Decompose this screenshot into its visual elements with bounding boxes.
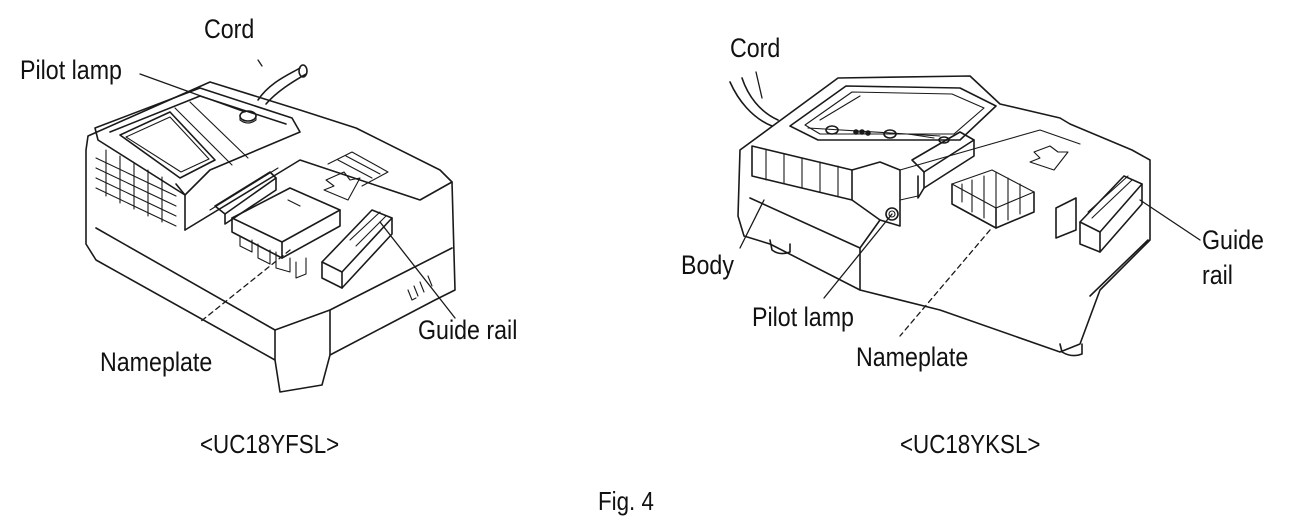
label-guide-right: Guide bbox=[1202, 225, 1264, 255]
model-label-left: <UC18YFSL> bbox=[200, 429, 340, 459]
label-nameplate-left: Nameplate bbox=[100, 347, 213, 377]
label-cord-left: Cord bbox=[204, 14, 255, 44]
label-body-right: Body bbox=[681, 250, 734, 280]
label-cord-right: Cord bbox=[730, 33, 781, 63]
terminal-block-right bbox=[951, 169, 1035, 209]
label-pilot-lamp-left: Pilot lamp bbox=[20, 55, 122, 85]
figure-caption: Fig. 4 bbox=[598, 486, 654, 516]
cord bbox=[257, 67, 301, 101]
model-label-right: <UC18YKSL> bbox=[900, 429, 1041, 459]
label-nameplate-right: Nameplate bbox=[856, 342, 969, 372]
guide-rail-right bbox=[1079, 175, 1143, 233]
charger-body-right bbox=[737, 75, 1151, 353]
charger-body bbox=[85, 81, 456, 393]
label-guide-rail-left: Guide rail bbox=[418, 315, 518, 345]
pilot-lamp-right bbox=[885, 207, 899, 221]
label-rail-right: rail bbox=[1202, 260, 1233, 290]
label-pilot-lamp-right: Pilot lamp bbox=[752, 302, 854, 332]
